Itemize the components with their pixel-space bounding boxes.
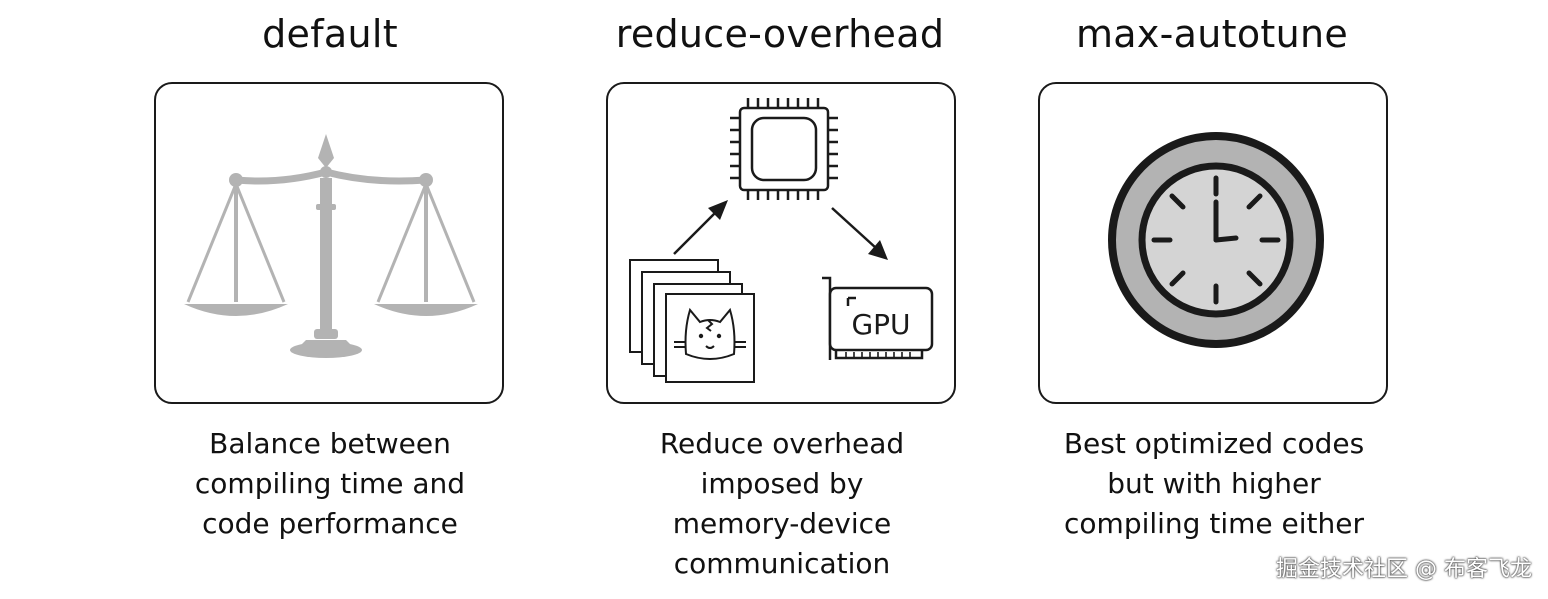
panel-default (154, 82, 504, 404)
desc-max-autotune: Best optimized codes but with higher com… (1024, 424, 1404, 544)
clock-icon (1108, 132, 1324, 348)
panel-reduce-overhead: GPU (606, 82, 956, 404)
desc-line: memory-device (672, 507, 892, 540)
desc-line: Best optimized codes (1063, 427, 1365, 460)
watermark: 掘金技术社区 @ 布客飞龙 (1276, 557, 1532, 582)
gpu-label: GPU (851, 308, 910, 341)
panel-max-autotune (1038, 82, 1388, 404)
gpu-card-icon (822, 276, 934, 360)
cat-face-icon (674, 307, 746, 360)
desc-line: compiling time and (194, 467, 466, 500)
desc-line: communication (673, 547, 891, 580)
desc-line: compiling time either (1064, 507, 1364, 540)
desc-line: code performance (202, 507, 458, 540)
cpu-chip-icon (730, 98, 838, 200)
chip-gpu-diagram-icon: GPU (629, 98, 934, 383)
title-reduce-overhead: reduce-overhead (615, 12, 945, 56)
desc-line: Balance between (209, 427, 451, 460)
desc-reduce-overhead: Reduce overhead imposed by memory-device… (592, 424, 972, 584)
desc-line: but with higher (1107, 467, 1321, 500)
desc-line: imposed by (700, 467, 864, 500)
desc-line: Reduce overhead (659, 427, 905, 460)
title-max-autotune: max-autotune (1075, 12, 1349, 56)
desc-default: Balance between compiling time and code … (140, 424, 520, 544)
image-stack-icon (629, 259, 755, 383)
title-default: default (262, 12, 398, 56)
balance-scale-icon (184, 134, 478, 358)
